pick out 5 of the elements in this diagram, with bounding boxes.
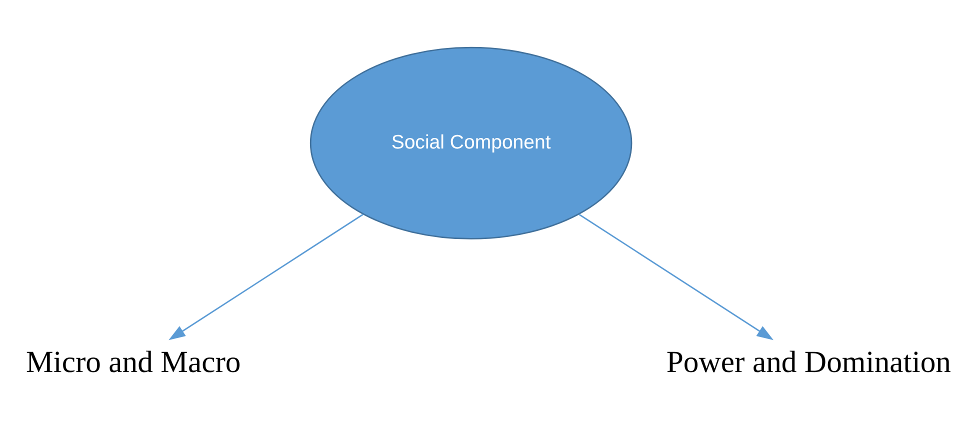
- node-text: Power and Domination: [666, 345, 952, 380]
- node-ellipse: Social Component: [310, 46, 632, 240]
- arrow: [168, 214, 364, 340]
- node-text: Micro and Macro: [26, 345, 241, 380]
- arrow: [578, 214, 774, 340]
